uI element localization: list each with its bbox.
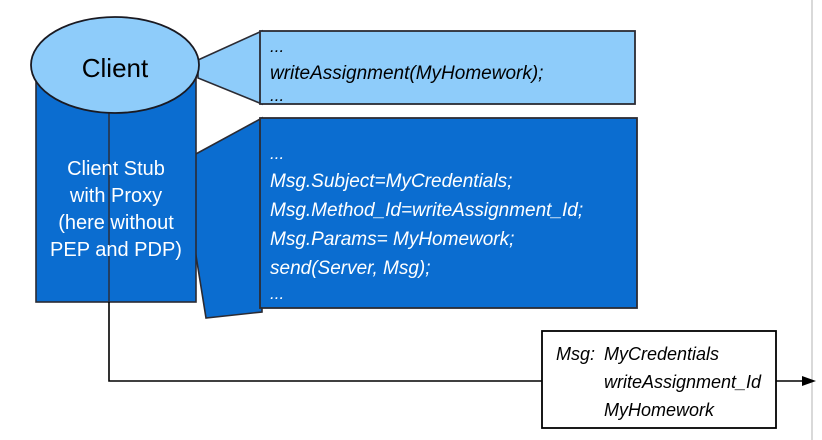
app-code-line-1: writeAssignment(MyHomework); bbox=[270, 63, 543, 84]
stub-code-line-1: Msg.Subject=MyCredentials; bbox=[270, 171, 512, 192]
client-node-ellipse[interactable] bbox=[30, 16, 200, 114]
callout-tail-stub-code bbox=[193, 116, 263, 319]
stub-code-line-2: Msg.Method_Id=writeAssignment_Id; bbox=[270, 200, 583, 221]
stub-code-line-3: Msg.Params= MyHomework; bbox=[270, 229, 514, 250]
stub-code-line-4: send(Server, Msg); bbox=[270, 258, 431, 279]
stub-code-line-5: ... bbox=[270, 284, 284, 303]
app-code-line-0: ... bbox=[270, 37, 284, 56]
callout-box-stub-code[interactable] bbox=[259, 117, 638, 309]
arrowhead-icon bbox=[802, 376, 816, 386]
connector-stub-to-message bbox=[108, 302, 542, 382]
client-node-label: Client bbox=[82, 53, 149, 83]
client-stub-label-line-3: PEP and PDP) bbox=[50, 239, 182, 261]
stub-code-line-0: ... bbox=[270, 144, 284, 163]
message-box-label: Msg: bbox=[556, 344, 595, 364]
message-field-2: MyHomework bbox=[604, 400, 715, 420]
app-code-line-2: ... bbox=[270, 86, 284, 105]
callout-box-app-code[interactable] bbox=[259, 30, 636, 105]
message-box[interactable] bbox=[541, 330, 777, 429]
client-stub-label-line-1: with Proxy bbox=[69, 185, 162, 207]
callout-tail-app-code bbox=[197, 29, 263, 106]
message-field-1: writeAssignment_Id bbox=[604, 372, 762, 392]
client-stub-label-line-0: Client Stub bbox=[67, 158, 165, 180]
client-stub-label-line-2: (here without bbox=[58, 212, 174, 234]
message-field-0: MyCredentials bbox=[604, 344, 719, 364]
